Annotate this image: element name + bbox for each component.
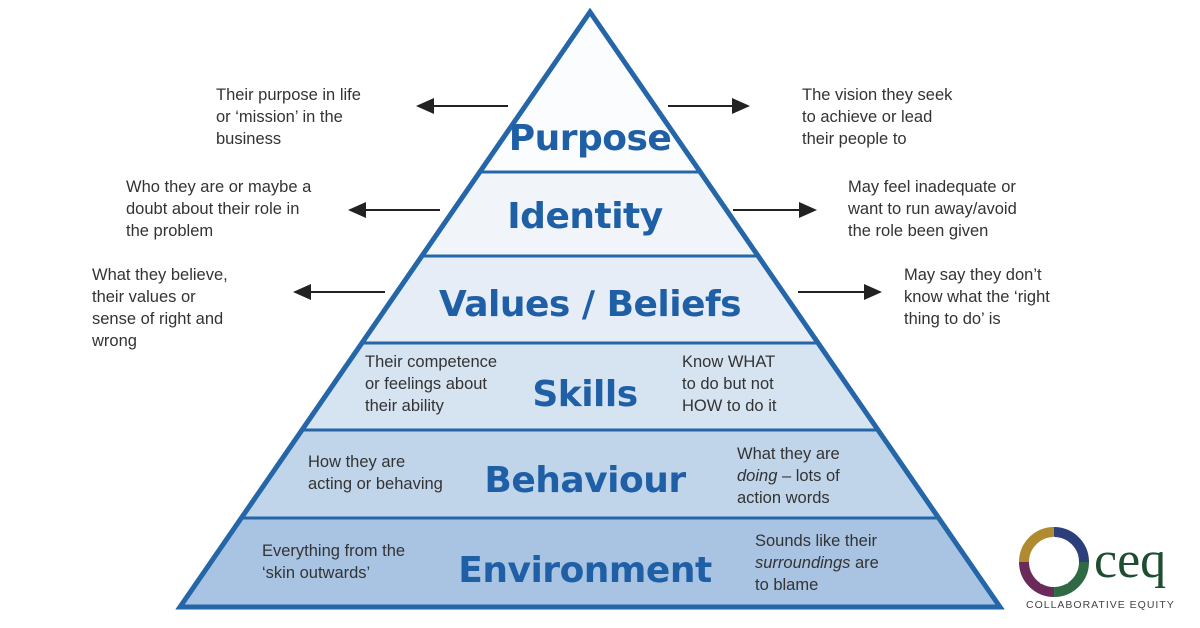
layer-behaviour — [241, 430, 938, 518]
purpose-right-text: The vision they seek to achieve or lead … — [802, 86, 953, 148]
pyramid-outline — [175, 7, 1005, 610]
identity-left-text: Who they are or maybe a doubt about thei… — [126, 178, 312, 240]
environment-left-text: Everything from the ‘skin outwards’ — [262, 542, 406, 582]
skills-right-text: Know WHAT to do but not HOW to do it — [682, 353, 777, 415]
identity-right-text: May feel inadequate or want to run away/… — [848, 178, 1017, 240]
label-behaviour: Behaviour — [484, 460, 686, 501]
label-environment: Environment — [458, 550, 712, 591]
environment-right-text: Sounds like their surroundings are to bl… — [755, 532, 879, 594]
layer-environment — [180, 518, 1000, 607]
layer-purpose — [480, 12, 700, 172]
label-values-beliefs: Values / Beliefs — [438, 284, 742, 325]
logo-name: ceq — [1094, 532, 1167, 589]
label-skills: Skills — [532, 374, 638, 415]
layer-values — [362, 256, 818, 343]
behaviour-right-text: What they are doing – lots of action wor… — [737, 445, 840, 507]
layer-skills — [302, 343, 878, 430]
values-right-text: May say they don’t know what the ‘right … — [904, 266, 1050, 328]
skills-left-text: Their competence or feelings about their… — [365, 353, 498, 415]
logo-subtitle: COLLABORATIVE EQUITY — [1026, 599, 1175, 611]
ceq-logo-icon — [1019, 527, 1089, 597]
label-purpose: Purpose — [508, 118, 672, 159]
behaviour-left-text: How they are acting or behaving — [308, 453, 443, 493]
layer-identity — [422, 172, 758, 256]
purpose-left-text: Their purpose in life or ‘mission’ in th… — [216, 86, 361, 148]
label-identity: Identity — [507, 196, 663, 237]
values-left-text: What they believe, their values or sense… — [92, 266, 228, 350]
